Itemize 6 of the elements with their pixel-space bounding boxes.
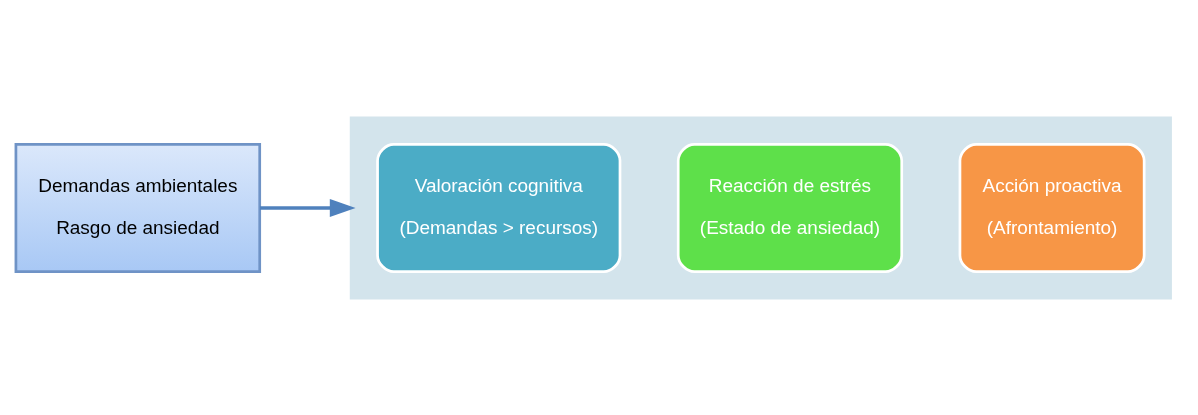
node-box: Demandas ambientales Rasgo de ansiedad bbox=[14, 142, 262, 273]
arrow bbox=[259, 198, 356, 217]
node-box: Valoración cognitiva (Demandas > recursos) bbox=[376, 142, 622, 273]
node-box: Acción proactiva (Afrontamiento) bbox=[958, 142, 1146, 273]
cluster bbox=[349, 116, 1172, 299]
node-box: Reacción de estrés (Estado de ansiedad) bbox=[676, 142, 904, 273]
